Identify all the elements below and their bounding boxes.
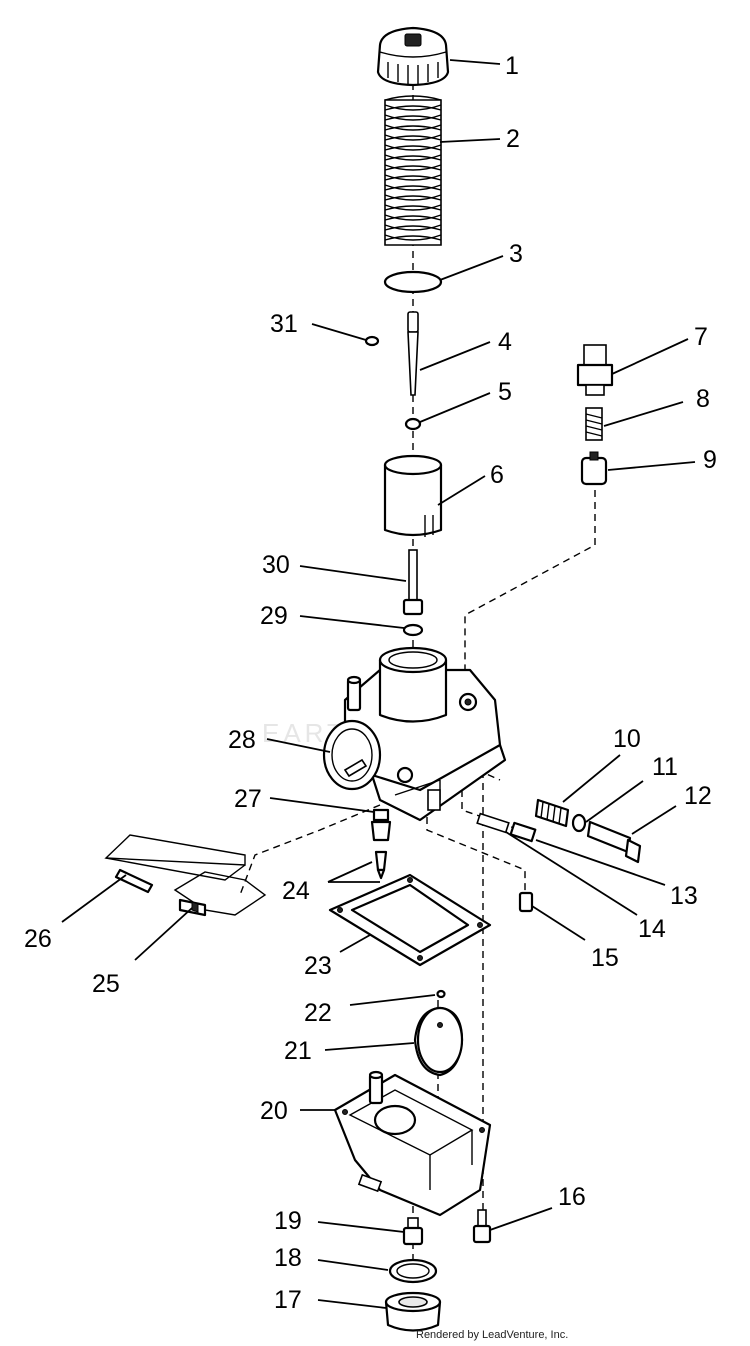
callout-25: 25 (92, 970, 120, 998)
callout-30: 30 (262, 551, 290, 579)
float-bowl-gasket-part (328, 873, 492, 967)
bowl-screw-part (472, 1209, 492, 1244)
callout-20: 20 (260, 1097, 288, 1125)
idle-screw-part (586, 820, 642, 864)
jet-needle-part (407, 311, 419, 396)
o-ring-part (402, 623, 424, 637)
pilot-spring-part (585, 407, 603, 441)
callout-6: 6 (490, 461, 504, 489)
callout-31: 31 (270, 310, 298, 338)
drain-fitting-part (518, 891, 534, 913)
callout-22: 22 (304, 999, 332, 1027)
callout-18: 18 (274, 1244, 302, 1272)
callout-26: 26 (24, 925, 52, 953)
callout-19: 19 (274, 1207, 302, 1235)
spring-part (384, 95, 442, 246)
pilot-fitting-part (576, 344, 614, 396)
callout-14: 14 (638, 915, 666, 943)
callout-21: 21 (284, 1037, 312, 1065)
render-credit: Rendered by LeadVenture, Inc. (416, 1329, 568, 1341)
vent-tube-part (104, 834, 246, 894)
callout-10: 10 (613, 725, 641, 753)
callout-16: 16 (558, 1183, 586, 1211)
throttle-valve-part (383, 454, 443, 537)
callout-1: 1 (505, 52, 519, 80)
idle-washer-part (571, 813, 587, 833)
callout-27: 27 (234, 785, 262, 813)
carburetor-body-part (322, 646, 507, 822)
callout-3: 3 (509, 240, 523, 268)
drain-plug-part (384, 1291, 442, 1332)
callout-4: 4 (498, 328, 512, 356)
callout-23: 23 (304, 952, 332, 980)
float-pin-part (436, 989, 446, 999)
idle-spring-part (534, 798, 570, 828)
callout-29: 29 (260, 602, 288, 630)
float-part (413, 1006, 464, 1077)
float-needle-part (374, 850, 388, 880)
callout-5: 5 (498, 378, 512, 406)
callout-17: 17 (274, 1286, 302, 1314)
callout-15: 15 (591, 944, 619, 972)
needle-plate-part (383, 270, 443, 294)
vent-joint-part (173, 871, 267, 917)
needle-valve-seat-part (370, 808, 392, 842)
throttle-stop-screw-part (402, 549, 424, 616)
callout-7: 7 (694, 323, 708, 351)
callout-9: 9 (703, 446, 717, 474)
callout-2: 2 (506, 125, 520, 153)
callout-12: 12 (684, 782, 712, 810)
callout-28: 28 (228, 726, 256, 754)
main-jet-part (402, 1217, 424, 1246)
callout-labels: 1 2 3 4 5 6 7 8 9 10 11 12 13 14 15 16 1… (24, 52, 717, 1314)
washer-part (404, 417, 422, 431)
e-clip-part (364, 335, 380, 347)
cap-part (376, 26, 450, 87)
pilot-plunger-part (580, 451, 608, 486)
float-bowl-part (333, 1070, 492, 1217)
callout-13: 13 (670, 882, 698, 910)
callout-8: 8 (696, 385, 710, 413)
callout-11: 11 (652, 753, 678, 781)
leader-lines (61, 59, 696, 1309)
callout-24: 24 (282, 877, 310, 905)
air-screw-part (476, 812, 537, 843)
